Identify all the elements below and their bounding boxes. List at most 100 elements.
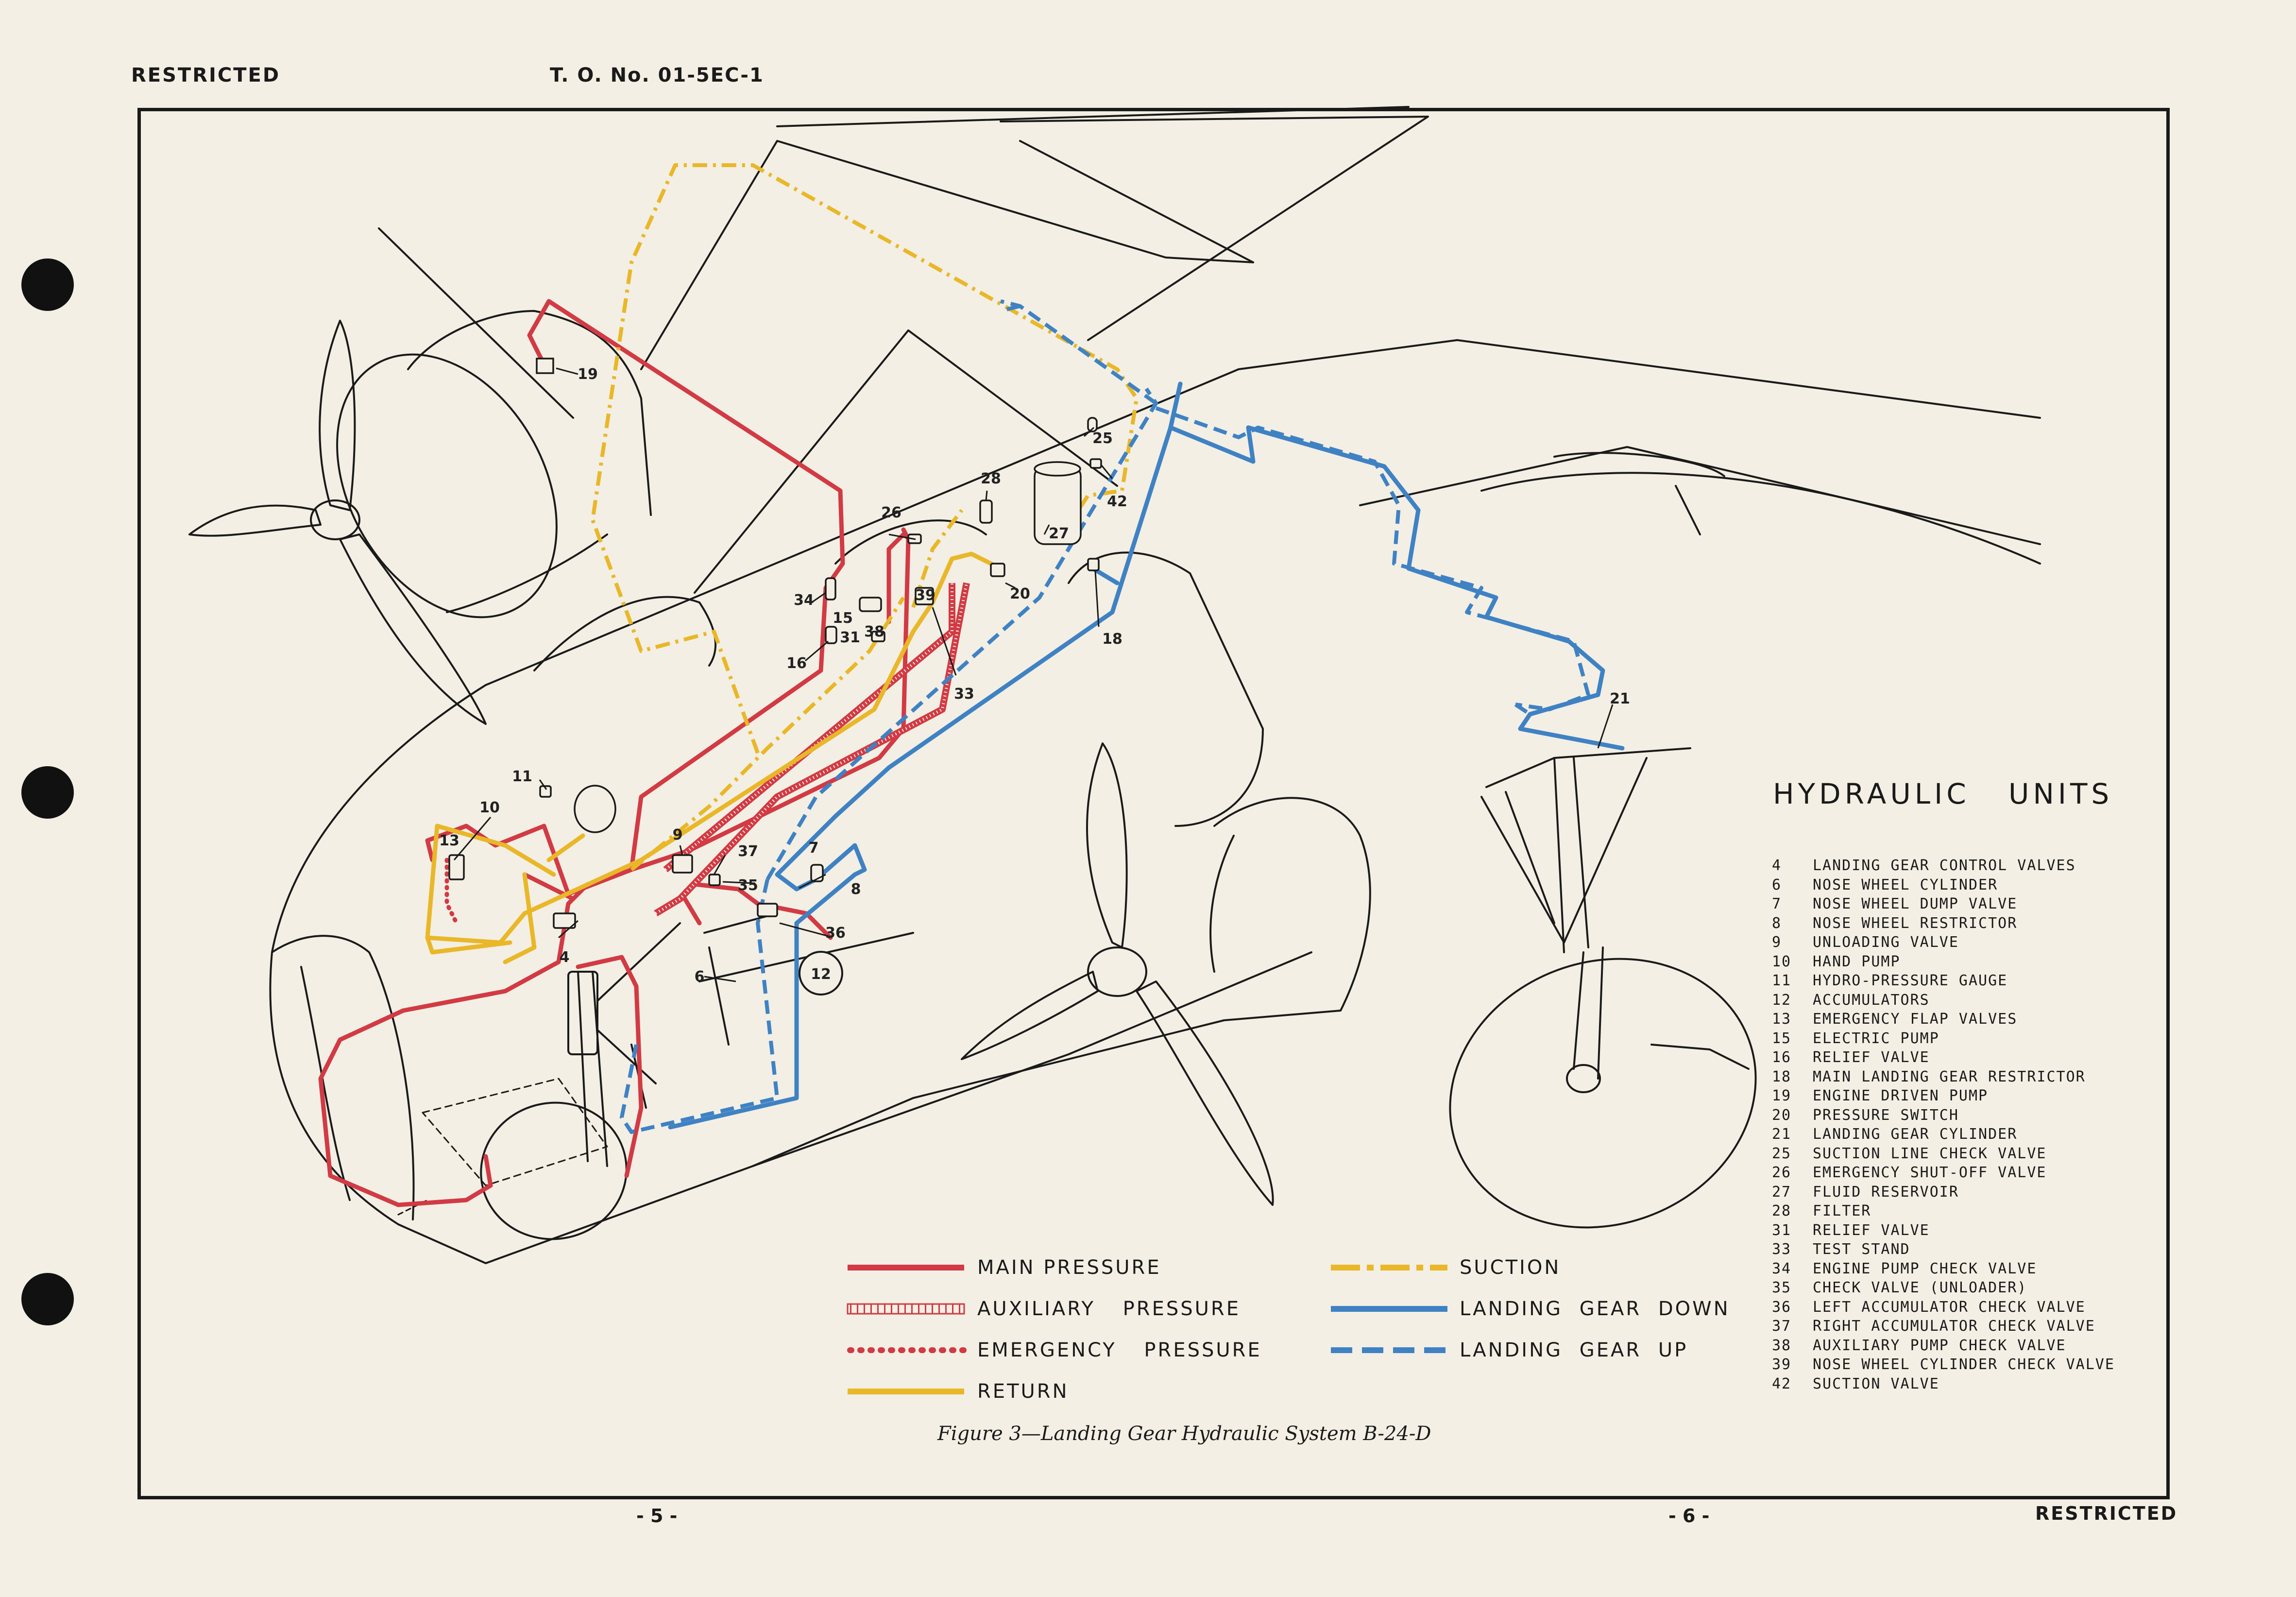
callout-27: 27 xyxy=(1049,525,1069,542)
unit-number: 10 xyxy=(1772,953,1792,970)
callout-39: 39 xyxy=(915,587,935,604)
unit-number: 39 xyxy=(1772,1356,1792,1373)
unit-name: FLUID RESERVOIR xyxy=(1813,1183,1959,1201)
unit-row: 10 HAND PUMP xyxy=(1772,952,2115,972)
unit-number: 11 xyxy=(1772,972,1792,989)
unit-number: 21 xyxy=(1772,1126,1792,1143)
unit-name: NOSE WHEEL CYLINDER CHECK VALVE xyxy=(1813,1356,2115,1373)
aircraft-outline xyxy=(188,106,2041,1264)
punch-hole-middle xyxy=(21,766,74,819)
restricted-marking-bottom: RESTRICTED xyxy=(2035,1503,2178,1524)
unit-name: SUCTION LINE CHECK VALVE xyxy=(1813,1145,2047,1162)
callout-13: 13 xyxy=(439,832,459,849)
return-lines xyxy=(425,551,1003,964)
callout-34: 34 xyxy=(794,592,814,609)
unit-number: 37 xyxy=(1772,1318,1792,1335)
callout-35: 35 xyxy=(738,877,758,894)
callout-leaders xyxy=(453,367,1614,982)
unit-row: 34 ENGINE PUMP CHECK VALVE xyxy=(1772,1259,2115,1279)
unit-name: CHECK VALVE (UNLOADER) xyxy=(1813,1279,2027,1296)
landing-gear-up-lines xyxy=(620,299,1590,1134)
unit-row: 18 MAIN LANDING GEAR RESTRICTOR xyxy=(1772,1067,2115,1087)
punch-hole-top xyxy=(21,258,74,311)
callout-10: 10 xyxy=(479,799,500,816)
unit-number: 15 xyxy=(1772,1030,1792,1047)
unit-number: 9 xyxy=(1772,934,1782,951)
tech-order-number: T. O. No. 01-5EC-1 xyxy=(550,64,764,86)
unit-name: NOSE WHEEL CYLINDER xyxy=(1813,876,1998,893)
hydro-pressure-gauge-housing xyxy=(574,785,616,833)
callout-20: 20 xyxy=(1010,585,1030,602)
callout-11: 11 xyxy=(512,768,532,785)
unloading-valve xyxy=(672,854,693,874)
callout-21: 21 xyxy=(1610,690,1630,707)
unit-name: LANDING GEAR CONTROL VALVES xyxy=(1813,857,2076,874)
legend-label-suction: SUCTION xyxy=(1460,1256,1561,1279)
legend-label-landing-gear-up: LANDING GEAR UP xyxy=(1460,1339,1688,1361)
callout-16: 16 xyxy=(786,655,807,672)
unit-number: 35 xyxy=(1772,1279,1792,1296)
unit-name: FILTER xyxy=(1813,1202,1871,1219)
unit-name: MAIN LANDING GEAR RESTRICTOR xyxy=(1813,1068,2086,1085)
unit-number: 38 xyxy=(1772,1337,1792,1354)
unit-name: ENGINE PUMP CHECK VALVE xyxy=(1813,1260,2037,1277)
callout-33: 33 xyxy=(954,686,974,703)
unit-row: 25 SUCTION LINE CHECK VALVE xyxy=(1772,1144,2115,1164)
punch-hole-bottom xyxy=(21,1273,74,1325)
legend-swatch-auxiliary-pressure xyxy=(847,1303,965,1315)
units-title: HYDRAULIC UNITS xyxy=(1773,777,2113,810)
accumulator-callout-circle xyxy=(799,951,843,996)
unit-number: 36 xyxy=(1772,1298,1792,1316)
callout-7: 7 xyxy=(809,840,819,857)
unit-name: ENGINE DRIVEN PUMP xyxy=(1813,1087,1989,1104)
unit-name: RELIEF VALVE xyxy=(1813,1221,1930,1239)
unit-number: 16 xyxy=(1772,1049,1792,1066)
legend-label-main-pressure: MAIN PRESSURE xyxy=(977,1256,1161,1279)
unit-name: EMERGENCY SHUT-OFF VALVE xyxy=(1813,1164,2047,1181)
unit-name: RIGHT ACCUMULATOR CHECK VALVE xyxy=(1813,1318,2095,1335)
unit-name: ACCUMULATORS xyxy=(1813,991,1930,1009)
callout-25: 25 xyxy=(1092,430,1113,447)
callout-19: 19 xyxy=(578,366,598,383)
callout-28: 28 xyxy=(981,470,1001,487)
emergency-flap-valves xyxy=(448,854,465,880)
figure-caption: Figure 3—Landing Gear Hydraulic System B… xyxy=(937,1423,1431,1445)
landing-gear-down-lines xyxy=(668,381,1625,1130)
page-number-left: - 5 - xyxy=(636,1505,678,1527)
unit-number: 34 xyxy=(1772,1260,1792,1277)
unit-number: 42 xyxy=(1772,1375,1792,1392)
unit-number: 25 xyxy=(1772,1145,1792,1162)
unit-name: HYDRO-PRESSURE GAUGE xyxy=(1813,972,2008,989)
callout-42: 42 xyxy=(1107,493,1127,510)
unit-name: HAND PUMP xyxy=(1813,953,1901,970)
legend-label-emergency-pressure: EMERGENCY PRESSURE xyxy=(977,1339,1262,1361)
unit-name: NOSE WHEEL DUMP VALVE xyxy=(1813,895,2018,912)
hydraulic-components xyxy=(448,358,1102,929)
unit-row: 11 HYDRO-PRESSURE GAUGE xyxy=(1772,971,2115,991)
unit-number: 8 xyxy=(1772,914,1782,932)
callout-8: 8 xyxy=(851,881,861,898)
legend-label-landing-gear-down: LANDING GEAR DOWN xyxy=(1460,1298,1730,1320)
page-number-right: - 6 - xyxy=(1668,1505,1710,1527)
callout-15: 15 xyxy=(833,610,853,627)
unit-number: 18 xyxy=(1772,1068,1792,1085)
legend-swatches xyxy=(847,1265,1447,1394)
